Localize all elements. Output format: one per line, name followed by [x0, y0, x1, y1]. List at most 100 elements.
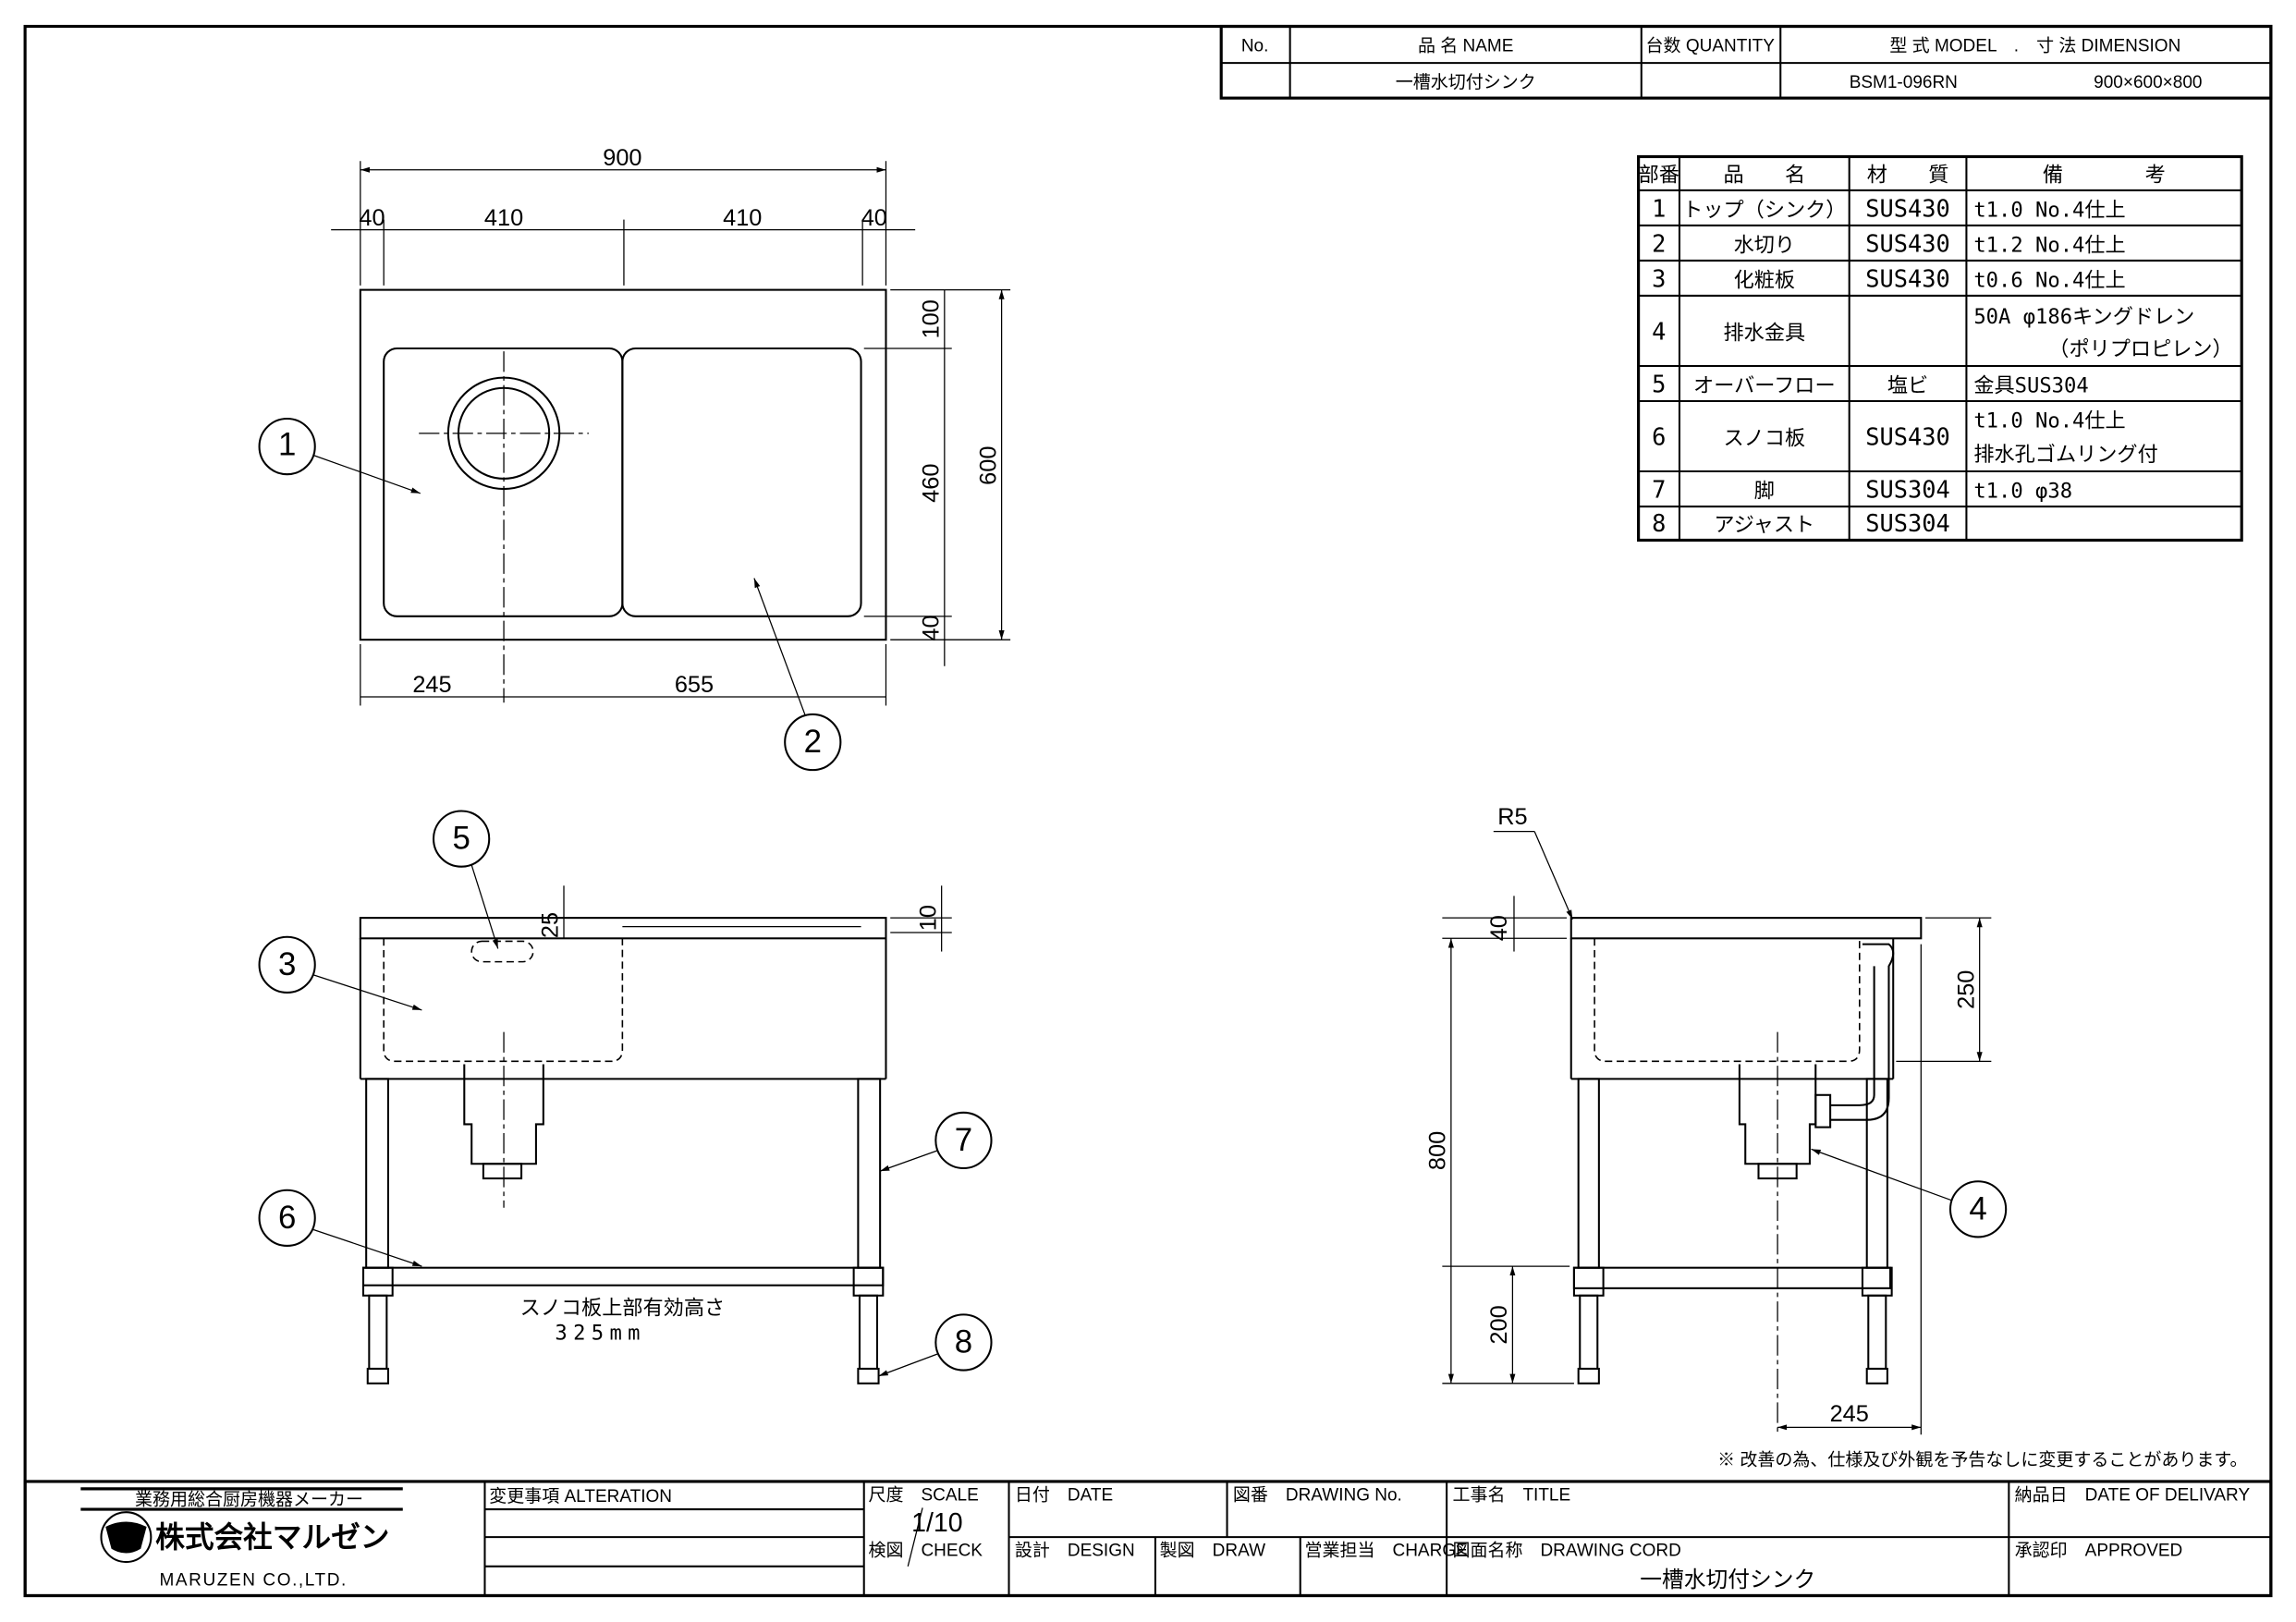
- charge-label: 営業担当 CHARGE: [1304, 1541, 1467, 1561]
- dim-460: 460: [918, 464, 944, 503]
- check-label: 検図 CHECK: [868, 1541, 983, 1561]
- callout-3: 3: [278, 946, 296, 982]
- part-name: 脚: [1754, 480, 1775, 504]
- parts-row-5: 5 オーバーフロー 塩ビ 金具SUS304: [1652, 370, 2089, 397]
- callout-6: 6: [278, 1200, 296, 1236]
- parts-row-1: 1 トップ（シンク） SUS430 t1.0 No.4仕上: [1652, 194, 2126, 222]
- drawing-cord-value: 一槽水切付シンク: [1640, 1567, 1815, 1592]
- parts-row-4: 4 排水金具 50A φ186キングドレン （ポリプロピレン）: [1652, 305, 2233, 361]
- part-name: トップ（シンク）: [1682, 198, 1846, 222]
- approved-label: 承認印 APPROVED: [2015, 1541, 2183, 1561]
- dim-100: 100: [918, 299, 944, 338]
- parts-header-note: 備 考: [2043, 163, 2166, 187]
- part-name: 化粧板: [1734, 268, 1795, 292]
- title-label: 工事名 TITLE: [1452, 1485, 1570, 1506]
- dim-600: 600: [975, 446, 1001, 485]
- parts-header-no: 部番: [1639, 163, 1679, 187]
- maruzen-logo-icon: [100, 1511, 153, 1564]
- dim-250: 250: [1953, 970, 1979, 1009]
- part-note: 50A φ186キングドレン: [1973, 305, 2194, 329]
- parts-table: 部番 品 名 材 質 備 考 1 トップ（シンク） SUS430 t1.0 No…: [1637, 154, 2243, 543]
- dim-40-side: 40: [1486, 915, 1512, 941]
- part-note-2: （ポリプロピレン）: [2048, 337, 2232, 361]
- logo-company: 株式会社マルゼン: [155, 1520, 389, 1554]
- sheet-border: [23, 24, 2273, 1598]
- dim-40-right: 40: [861, 205, 887, 231]
- part-no: 8: [1652, 509, 1666, 537]
- part-note: t1.0 No.4仕上: [1973, 409, 2125, 433]
- dim-655: 655: [675, 672, 714, 698]
- dim-245: 245: [412, 672, 451, 698]
- part-material: SUS304: [1865, 476, 1950, 504]
- part-name: 排水金具: [1724, 321, 1806, 345]
- parts-row-2: 2 水切り SUS430 t1.2 No.4仕上: [1652, 229, 2126, 257]
- callout-8: 8: [955, 1324, 972, 1360]
- part-note: t0.6 No.4仕上: [1973, 268, 2125, 292]
- part-no: 4: [1652, 317, 1666, 345]
- callout-4: 4: [1969, 1190, 1986, 1226]
- front-view: 25 10 スノコ板上部有効高さ 325mm 5 3 7 6 8: [258, 810, 993, 1384]
- part-material: SUS430: [1865, 229, 1950, 257]
- parts-row-3: 3 化粧板 SUS430 t0.6 No.4仕上: [1652, 264, 2126, 292]
- dim-245-side: 245: [1830, 1401, 1869, 1427]
- parts-row-6: 6 スノコ板 SUS430 t1.0 No.4仕上 排水孔ゴムリング付: [1652, 409, 2158, 467]
- dim-10: 10: [915, 905, 941, 931]
- dim-900: 900: [603, 145, 641, 171]
- part-note-2: 排水孔ゴムリング付: [1973, 443, 2157, 467]
- product-model: BSM1-096RN: [1850, 73, 1958, 92]
- dim-40-left: 40: [359, 205, 385, 231]
- part-material: 塩ビ: [1887, 373, 1928, 397]
- part-name: オーバーフロー: [1693, 373, 1836, 397]
- part-no: 1: [1652, 194, 1666, 222]
- part-material: SUS430: [1865, 264, 1950, 292]
- parts-header-material: 材 質: [1867, 163, 1949, 187]
- parts-row-7: 7 脚 SUS304 t1.0 φ38: [1652, 476, 2072, 504]
- logo-english: MARUZEN CO.,LTD.: [160, 1570, 348, 1590]
- part-name: アジャスト: [1714, 513, 1814, 537]
- header-table: No. 品 名 NAME 台数 QUANTITY 型 式 MODEL . 寸 法…: [1219, 24, 2273, 100]
- scale-value: 1/10: [911, 1508, 962, 1538]
- scale-label: 尺度 SCALE: [868, 1485, 978, 1506]
- dim-800: 800: [1425, 1131, 1451, 1170]
- part-no: 6: [1652, 423, 1666, 451]
- top-view: 900 40 410 410 40 100 460 40 600 245 655…: [258, 145, 1011, 772]
- dim-25: 25: [538, 912, 564, 938]
- side-view: R5 40 800 200 250 245 4: [1425, 804, 2008, 1435]
- dim-r5: R5: [1497, 804, 1527, 830]
- drawing-no-label: 図番 DRAWING No.: [1233, 1485, 1402, 1506]
- shelf-height-note: スノコ板上部有効高さ: [520, 1296, 726, 1320]
- product-name: 一槽水切付シンク: [1396, 72, 1536, 92]
- title-block: 業務用総合厨房機器メーカー 株式会社マルゼン MARUZEN CO.,LTD. …: [23, 1480, 2273, 1598]
- draw-label: 製図 DRAW: [1160, 1541, 1265, 1561]
- header-quantity: 台数 QUANTITY: [1646, 35, 1776, 55]
- dim-410-left: 410: [484, 205, 523, 231]
- part-note: t1.0 φ38: [1973, 480, 2072, 504]
- part-material: SUS430: [1865, 194, 1950, 222]
- header-model-dimension: 型 式 MODEL . 寸 法 DIMENSION: [1889, 35, 2180, 55]
- callout-2: 2: [804, 724, 822, 760]
- dim-200: 200: [1486, 1305, 1512, 1344]
- part-no: 7: [1652, 476, 1666, 504]
- dim-410-right: 410: [723, 205, 762, 231]
- change-notice: ※ 改善の為、仕様及び外観を予告なしに変更することがあります。: [1717, 1450, 2247, 1470]
- date-label: 日付 DATE: [1015, 1485, 1113, 1506]
- part-name: スノコ板: [1724, 427, 1806, 451]
- part-note: t1.2 No.4仕上: [1973, 233, 2125, 257]
- part-note: 金具SUS304: [1973, 373, 2088, 397]
- parts-row-8: 8 アジャスト SUS304: [1652, 509, 1950, 537]
- callout-7: 7: [955, 1122, 972, 1158]
- callout-1: 1: [278, 427, 296, 463]
- dim-40-bottom: 40: [918, 615, 944, 640]
- part-material: SUS430: [1865, 423, 1950, 451]
- product-dimension: 900×600×800: [2094, 73, 2202, 92]
- callout-5: 5: [452, 821, 470, 857]
- delivery-date-label: 納品日 DATE OF DELIVARY: [2015, 1485, 2251, 1506]
- shelf-height-value: 325mm: [555, 1321, 645, 1345]
- logo-tagline: 業務用総合厨房機器メーカー: [135, 1489, 363, 1509]
- design-label: 設計 DESIGN: [1015, 1541, 1135, 1561]
- header-name: 品 名 NAME: [1418, 35, 1513, 55]
- part-note: t1.0 No.4仕上: [1973, 198, 2125, 222]
- alteration-label: 変更事項 ALTERATION: [489, 1486, 672, 1506]
- part-name: 水切り: [1734, 233, 1795, 257]
